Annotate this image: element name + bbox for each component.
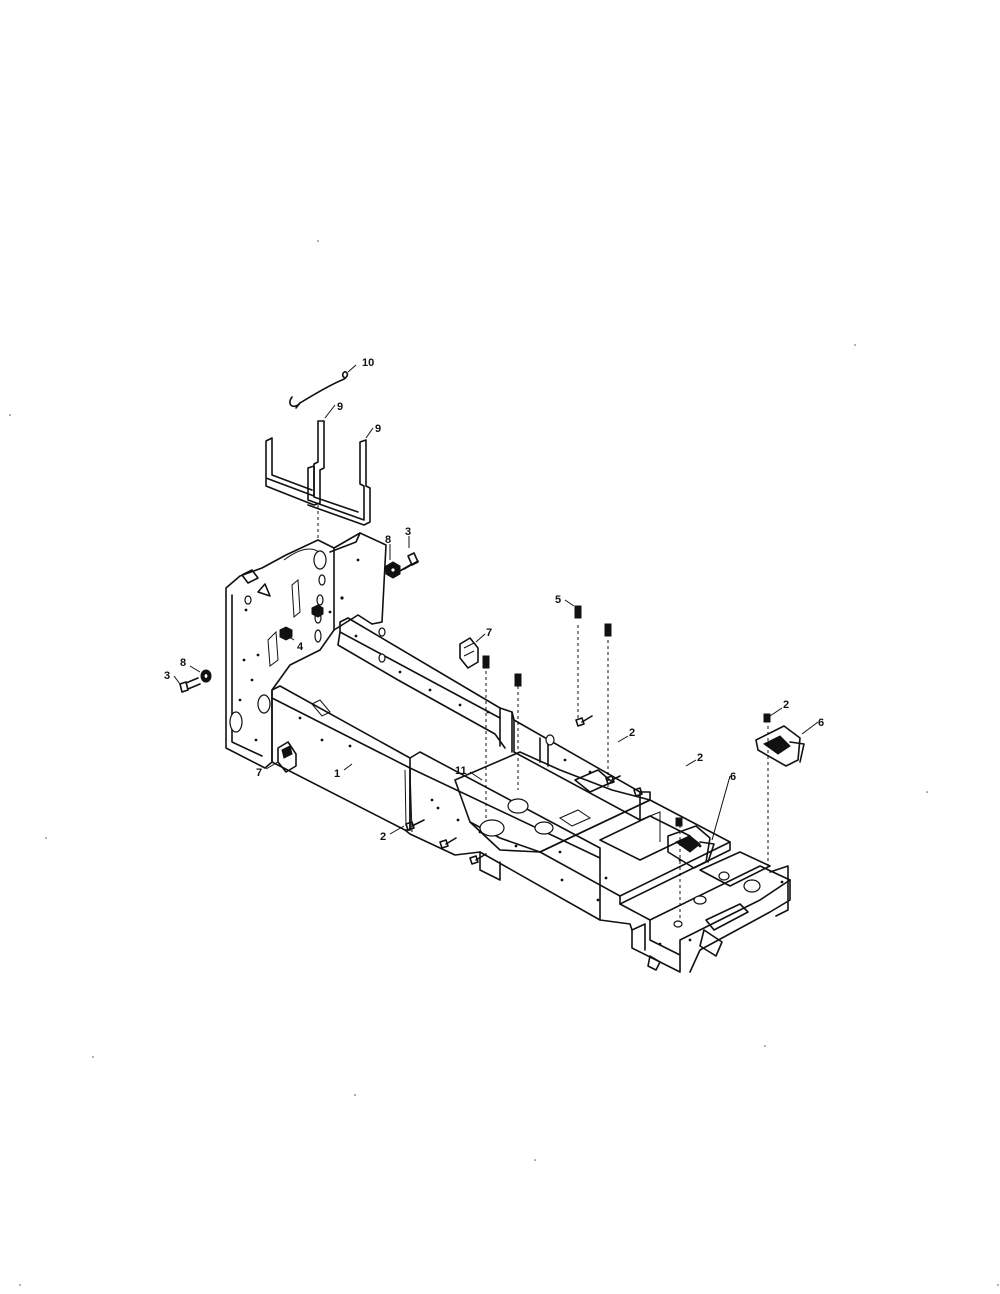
callout-11: 11 [455, 765, 467, 777]
part-6-bracket-center [667, 825, 715, 869]
callout-6-right: 6 [818, 717, 824, 729]
part-9-u-bracket-right [307, 439, 371, 526]
callout-8-lower: 8 [180, 657, 186, 669]
callout-6-center: 6 [730, 771, 736, 783]
alignment-lines [485, 625, 769, 920]
part-3-bolt-upper [397, 552, 419, 573]
callout-3-upper: 3 [405, 526, 411, 538]
callout-1: 1 [334, 768, 340, 780]
part-9-u-bracket-left [265, 420, 325, 506]
part-7-bumper-lower [277, 741, 297, 773]
part-8-nut-upper [385, 561, 401, 579]
callout-5: 5 [555, 594, 561, 606]
scan-specks [9, 240, 999, 1286]
part-2-screws [405, 713, 771, 865]
callout-labels: 10 9 9 3 8 4 5 7 8 3 7 1 11 2 2 2 6 6 2 [164, 357, 824, 843]
callout-8-upper: 8 [385, 534, 391, 546]
part-3-bolt-lower [179, 677, 201, 693]
part-7-bumper-upper [459, 637, 479, 669]
part-10-wire-clip [289, 371, 349, 409]
callout-9-left: 9 [337, 401, 343, 413]
callout-2-lower: 2 [380, 831, 386, 843]
callout-2-center: 2 [629, 727, 635, 739]
part-8-nut-lower [200, 669, 212, 683]
callout-7-lower: 7 [256, 767, 262, 779]
callout-2-bracket: 2 [697, 752, 703, 764]
callout-9-right: 9 [375, 423, 381, 435]
callout-2-right: 2 [783, 699, 789, 711]
callout-10: 10 [362, 357, 374, 369]
part-6-bracket-right [755, 725, 805, 767]
leader-lines [173, 364, 819, 841]
part-1-main-frame [225, 532, 791, 973]
callout-4: 4 [297, 641, 304, 653]
part-5-studs [482, 605, 612, 687]
callout-3-lower: 3 [164, 670, 170, 682]
callout-7-upper: 7 [486, 627, 492, 639]
